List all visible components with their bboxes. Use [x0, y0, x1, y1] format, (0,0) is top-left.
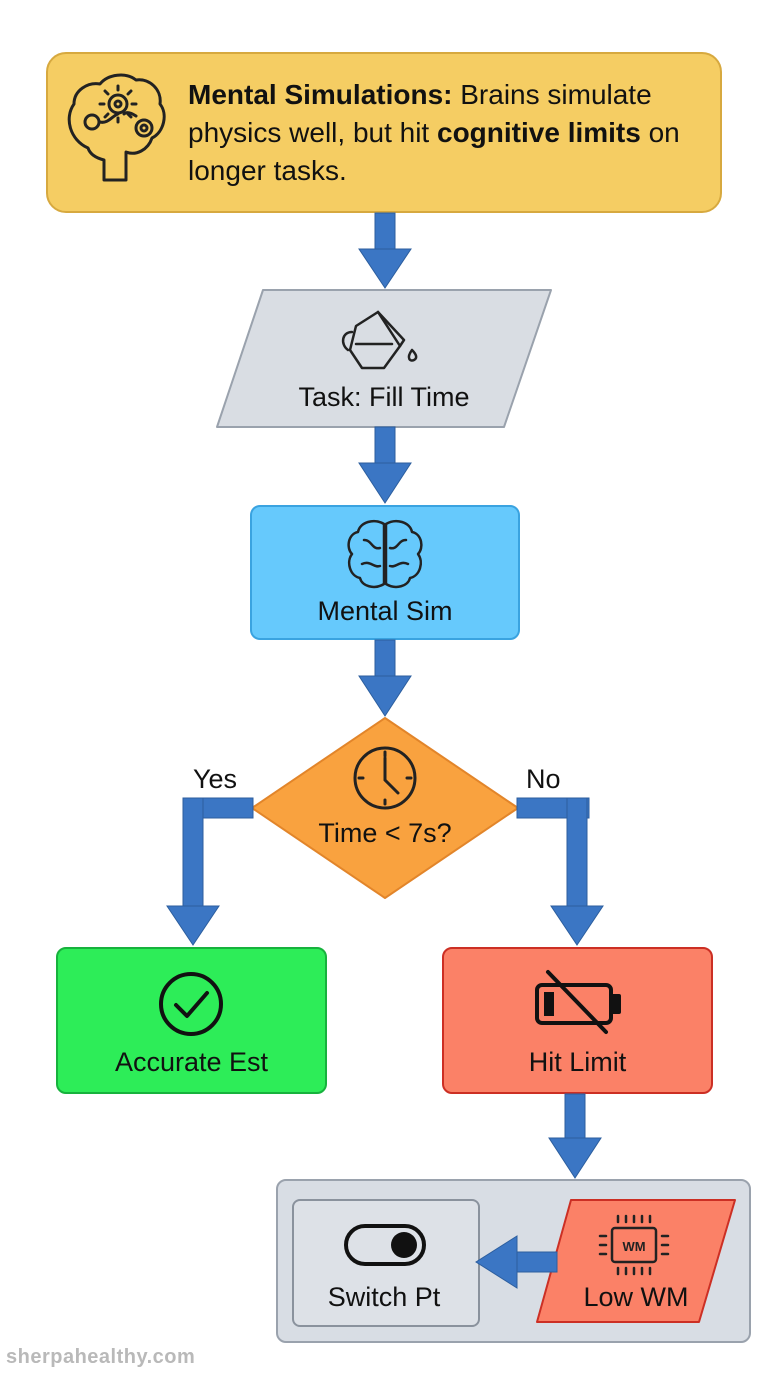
header-text-part2: on longer tasks.	[188, 117, 680, 186]
decision-label: Time < 7s?	[318, 818, 452, 848]
task-parallelogram	[216, 289, 552, 428]
header-bold-emphasis: cognitive limits	[437, 117, 641, 148]
memory-chip-icon: WM	[598, 1214, 670, 1276]
header-bold-title: Mental Simulations:	[188, 79, 453, 110]
arrow-sim-to-decision	[358, 639, 412, 717]
header-text: Mental Simulations: Brains simulate phys…	[188, 76, 708, 190]
accurate-est-label: Accurate Est	[114, 1047, 269, 1077]
task-label: Task: Fill Time	[298, 382, 470, 412]
toggle-switch-icon	[344, 1224, 426, 1266]
arrow-task-to-sim	[358, 426, 412, 504]
arrow-lowwm-to-switch	[475, 1235, 558, 1289]
no-branch-label: No	[526, 764, 561, 794]
checkmark-circle-icon	[159, 972, 223, 1036]
switch-pt-label: Switch Pt	[327, 1282, 441, 1312]
yes-branch-label: Yes	[193, 764, 238, 794]
hit-limit-box	[442, 947, 713, 1094]
chip-label: WM	[622, 1239, 645, 1254]
low-battery-icon	[535, 970, 621, 1034]
brain-gears-icon	[67, 73, 166, 182]
arrow-limit-to-group	[548, 1093, 602, 1179]
header-text-part1: Brains simulate physics well, but hit	[188, 79, 652, 148]
clock-icon	[353, 746, 417, 810]
brain-icon	[347, 520, 423, 589]
accurate-est-box	[56, 947, 327, 1094]
hit-limit-label: Hit Limit	[528, 1047, 627, 1077]
low-wm-label: Low WM	[583, 1282, 689, 1312]
pouring-pitcher-icon	[341, 310, 418, 370]
mental-sim-label: Mental Sim	[317, 596, 453, 626]
arrow-no-branch	[516, 797, 604, 946]
footer-watermark: sherpahealthy.com	[6, 1346, 196, 1368]
arrow-yes-branch	[166, 797, 254, 946]
arrow-header-to-task	[358, 212, 412, 289]
